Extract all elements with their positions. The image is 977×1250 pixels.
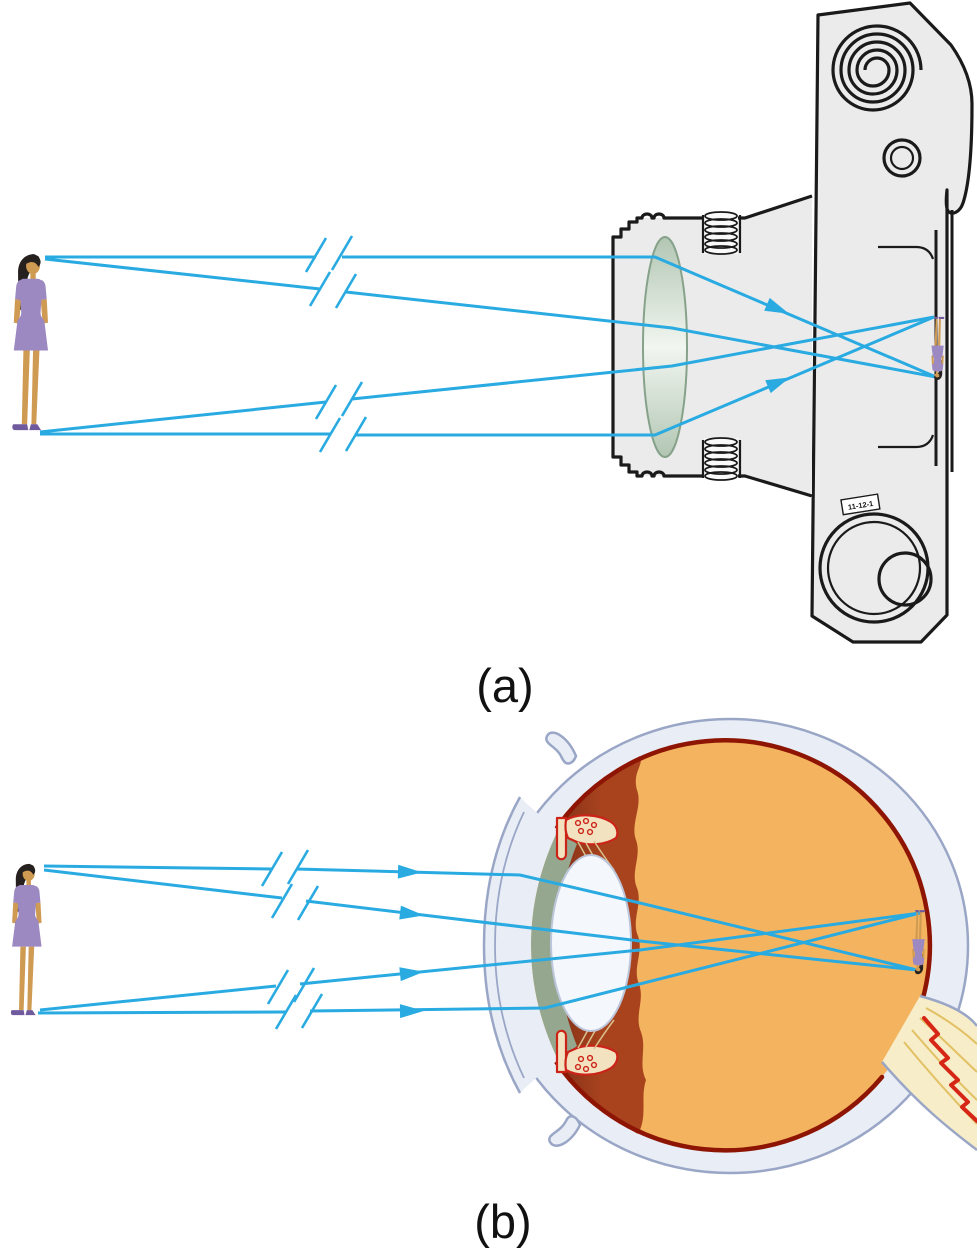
eye-lens — [550, 854, 632, 1032]
eye-cornea — [482, 796, 558, 1094]
eye-muscle-tendon-top — [545, 731, 578, 765]
ray-break-marks-b — [260, 849, 324, 1030]
ray-arrowhead — [397, 864, 422, 879]
panel-b-label: (b) — [474, 1195, 531, 1248]
rewind-knob-outer — [882, 138, 922, 178]
ray-head-parallel — [45, 255, 937, 379]
camera-lens — [642, 236, 688, 458]
ray-arrowhead — [765, 377, 791, 394]
ray-feet-oblique — [39, 315, 935, 434]
film-canister-inner — [826, 520, 922, 616]
panel-a: 11-12-1 — [12, 1, 974, 644]
ray-arrowhead — [399, 905, 424, 920]
ray-arrowhead — [399, 967, 424, 982]
ray-feet-parallel — [40, 315, 935, 437]
panel-b — [10, 717, 977, 1175]
film-canister-hub — [877, 551, 933, 607]
ciliary-body-bottom — [555, 1012, 619, 1076]
woman-object-a — [12, 254, 49, 431]
focus-spring-top — [701, 211, 742, 255]
retinal-artery — [922, 1016, 977, 1123]
ray-arrowhead — [399, 1004, 424, 1019]
camera-film-housing — [810, 1, 974, 644]
rewind-knob-inner — [889, 145, 915, 171]
ray-head-oblique — [44, 257, 937, 379]
ray-break-marks — [304, 235, 368, 453]
light-rays-eye — [37, 849, 921, 1030]
panel-a-label: (a) — [476, 659, 533, 712]
optic-nerve — [881, 994, 977, 1151]
film-frame-label: 11-12-1 — [840, 493, 881, 516]
woman-object-b — [10, 863, 42, 1016]
camera-body-outline — [611, 194, 813, 498]
film-frame-label-text: 11-12-1 — [847, 499, 874, 512]
focus-spring-bottom — [701, 437, 742, 481]
eye-muscle-tendon-bottom — [548, 1114, 582, 1147]
ray-arrowhead — [764, 297, 790, 314]
light-rays-camera — [39, 235, 937, 453]
ray-feet-parallel-b — [37, 911, 921, 1015]
film-spool-spiral-icon — [831, 24, 923, 112]
